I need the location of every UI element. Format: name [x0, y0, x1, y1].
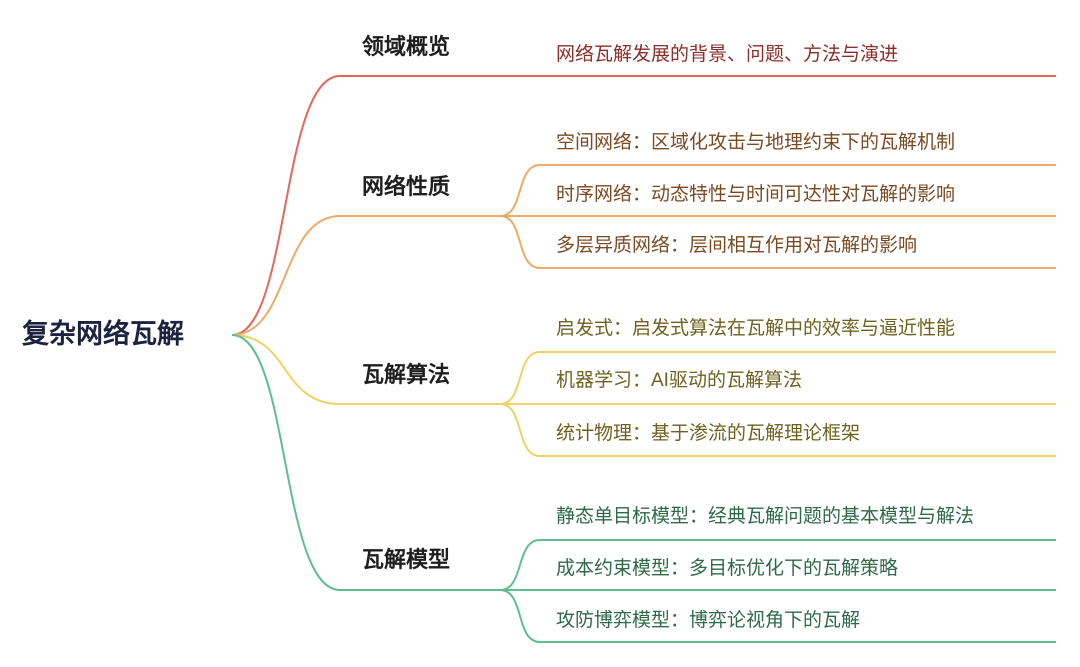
root-node[interactable]: 复杂网络瓦解: [22, 319, 184, 349]
branch-1-connector: [231, 75, 1056, 336]
branch-2-connector: [231, 164, 1056, 336]
leaf-node[interactable]: 机器学习：AI驱动的瓦解算法: [556, 370, 802, 391]
leaf-node[interactable]: 攻防博弈模型：博弈论视角下的瓦解: [556, 610, 861, 631]
leaf-node[interactable]: 启发式：启发式算法在瓦解中的效率与逼近性能: [556, 318, 956, 339]
leaf-node[interactable]: 成本约束模型：多目标优化下的瓦解策略: [556, 558, 899, 579]
leaf-node[interactable]: 空间网络：区域化攻击与地理约束下的瓦解机制: [556, 132, 956, 153]
branch-node-overview[interactable]: 领域概览: [362, 34, 451, 59]
leaf-node[interactable]: 统计物理：基于渗流的瓦解理论框架: [556, 423, 861, 444]
leaf-node[interactable]: 静态单目标模型：经典瓦解问题的基本模型与解法: [556, 506, 975, 527]
branch-node-network-properties[interactable]: 网络性质: [362, 174, 451, 199]
branch-3-connector: [231, 334, 1056, 457]
branch-4-connector: [231, 334, 1056, 643]
leaf-node[interactable]: 时序网络：动态特性与时间可达性对瓦解的影响: [556, 184, 956, 205]
branch-node-models[interactable]: 瓦解模型: [362, 547, 451, 572]
leaf-node[interactable]: 多层异质网络：层间相互作用对瓦解的影响: [556, 235, 918, 256]
branch-node-algorithms[interactable]: 瓦解算法: [362, 362, 451, 387]
leaf-node[interactable]: 网络瓦解发展的背景、问题、方法与演进: [556, 44, 899, 65]
